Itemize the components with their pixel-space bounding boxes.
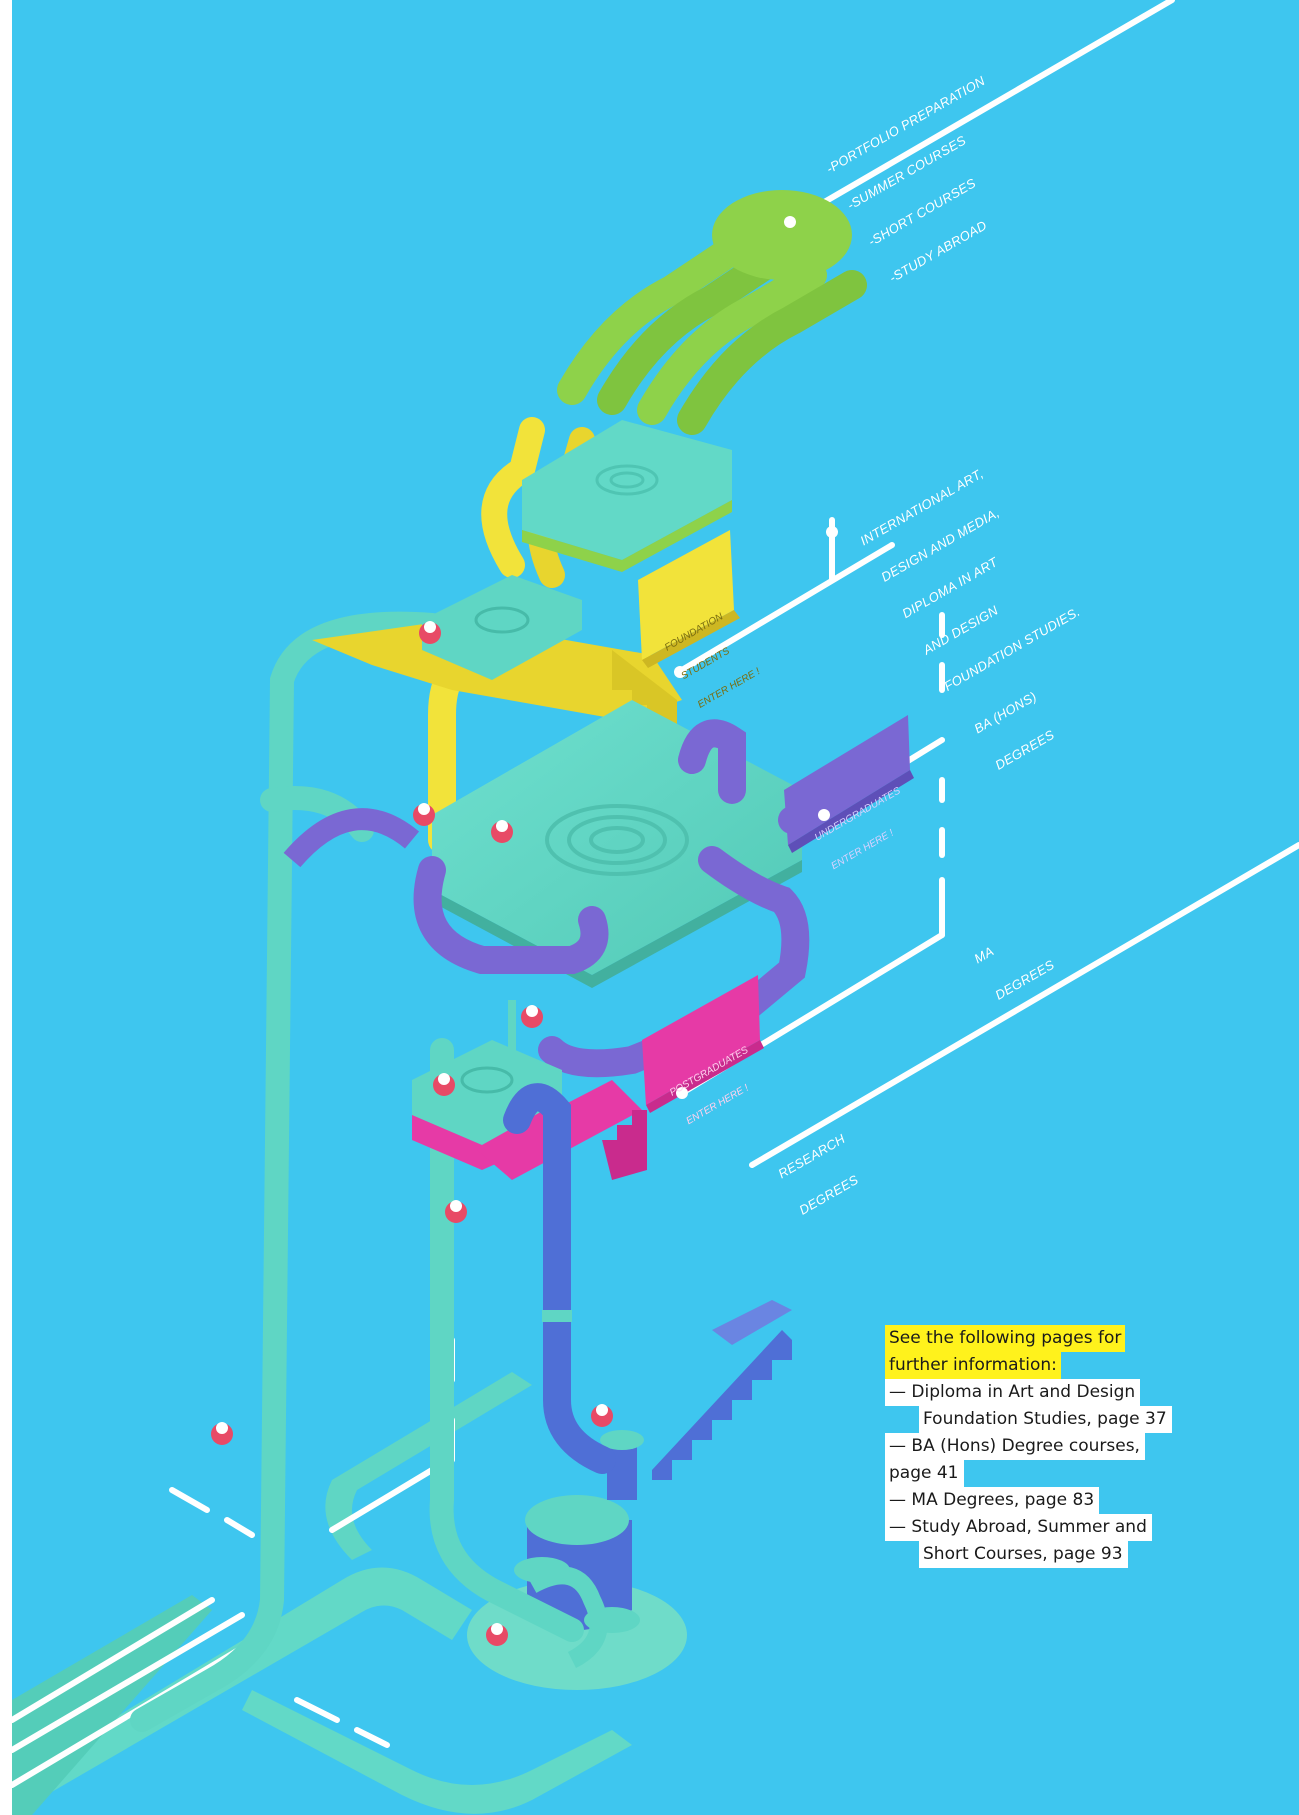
foundation-sign-line: STUDENTS [680,638,746,683]
foundation-sign-line: FOUNDATION [663,609,729,654]
international-label-line: DESIGN AND MEDIA, [879,495,1020,584]
further-info-box: See the following pages for further info… [885,1325,1172,1568]
international-label-line: AND DESIGN [921,568,1062,657]
portfolio-label-line: -SUMMER COURSES [845,110,1008,212]
research-label-line: RESEARCH [776,1132,848,1181]
info-item-diploma: — Diploma in Art and Design [885,1379,1140,1406]
info-item-study-abroad: — Study Abroad, Summer and [885,1514,1152,1541]
info-item-ma: — MA Degrees, page 83 [885,1487,1099,1514]
info-item-ba-cont: page 41 [885,1460,964,1487]
purple-arc [292,819,412,860]
research-stairs [652,1300,792,1480]
ma-label-line: MA [972,921,1036,966]
info-heading: See the following pages for [885,1325,1125,1352]
central-platform [432,700,802,988]
info-item-diploma-cont: Foundation Studies, page 37 [919,1406,1172,1433]
portfolio-label-line: -SHORT COURSES [866,147,1029,249]
pathways-illustration: -PORTFOLIO PREPARATION -SUMMER COURSES -… [12,0,1299,1815]
info-heading: further information: [885,1352,1061,1379]
green-pad [712,190,852,280]
info-item-study-abroad-cont: Short Courses, page 93 [919,1541,1128,1568]
international-label-line: DIPLOMA IN ART [900,532,1041,621]
pipe-ring [542,1310,572,1322]
info-item-ba: — BA (Hons) Degree courses, [885,1433,1145,1460]
ba-label-line: BA (HONS) [972,690,1039,737]
page-margin [0,0,12,1815]
